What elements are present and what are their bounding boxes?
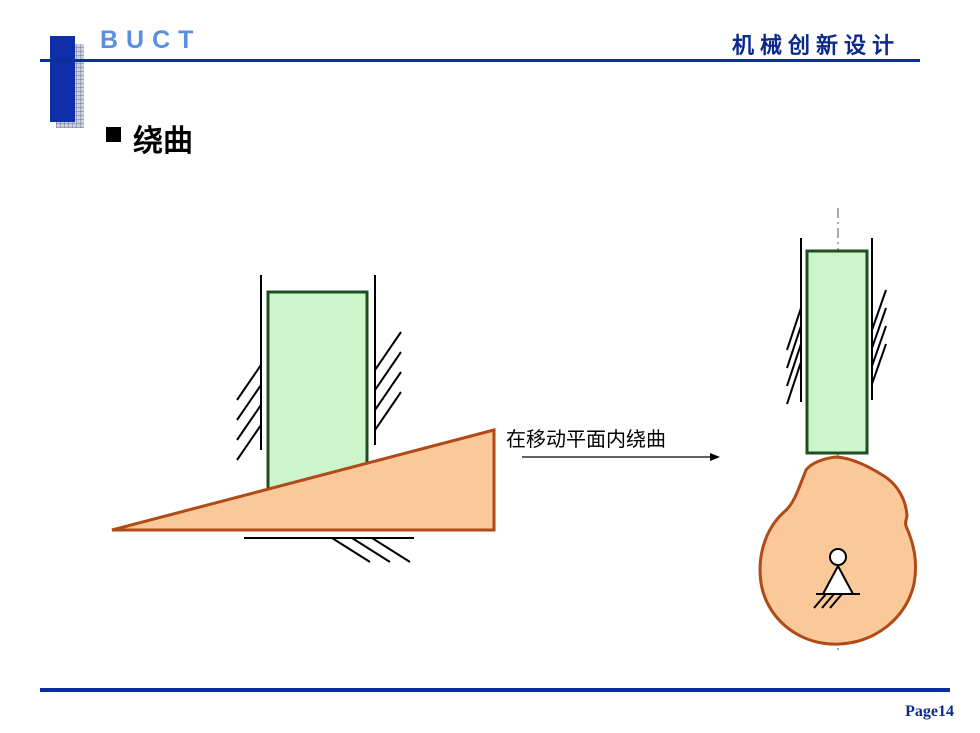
cam-pivot: [829, 548, 847, 566]
right-guide-hatching: [374, 331, 402, 431]
left-guide-hatching: [236, 364, 262, 461]
arrow-label: 在移动平面内绕曲: [506, 427, 666, 451]
footer-rule: [40, 688, 950, 692]
wedge-cam-mechanism: [111, 275, 496, 563]
translating-follower-right: [805, 249, 869, 455]
right-guide-hatching-right: [871, 289, 887, 385]
ground-hatching: [331, 537, 411, 563]
course-title: 机械创新设计: [731, 33, 900, 59]
buct-logo: BUCT: [100, 26, 202, 54]
wedge-cam: [111, 428, 496, 532]
header-rule: [40, 59, 920, 62]
accent-bar: [50, 36, 75, 122]
disc-cam-mechanism: [758, 208, 918, 650]
page-number: Page14: [905, 703, 954, 720]
section-title: 绕曲: [133, 124, 193, 159]
left-guide-hatching-right: [786, 307, 802, 405]
motion-arrow-head: [710, 453, 720, 461]
pivot-hatching: [813, 593, 843, 609]
section-bullet: [106, 127, 121, 142]
